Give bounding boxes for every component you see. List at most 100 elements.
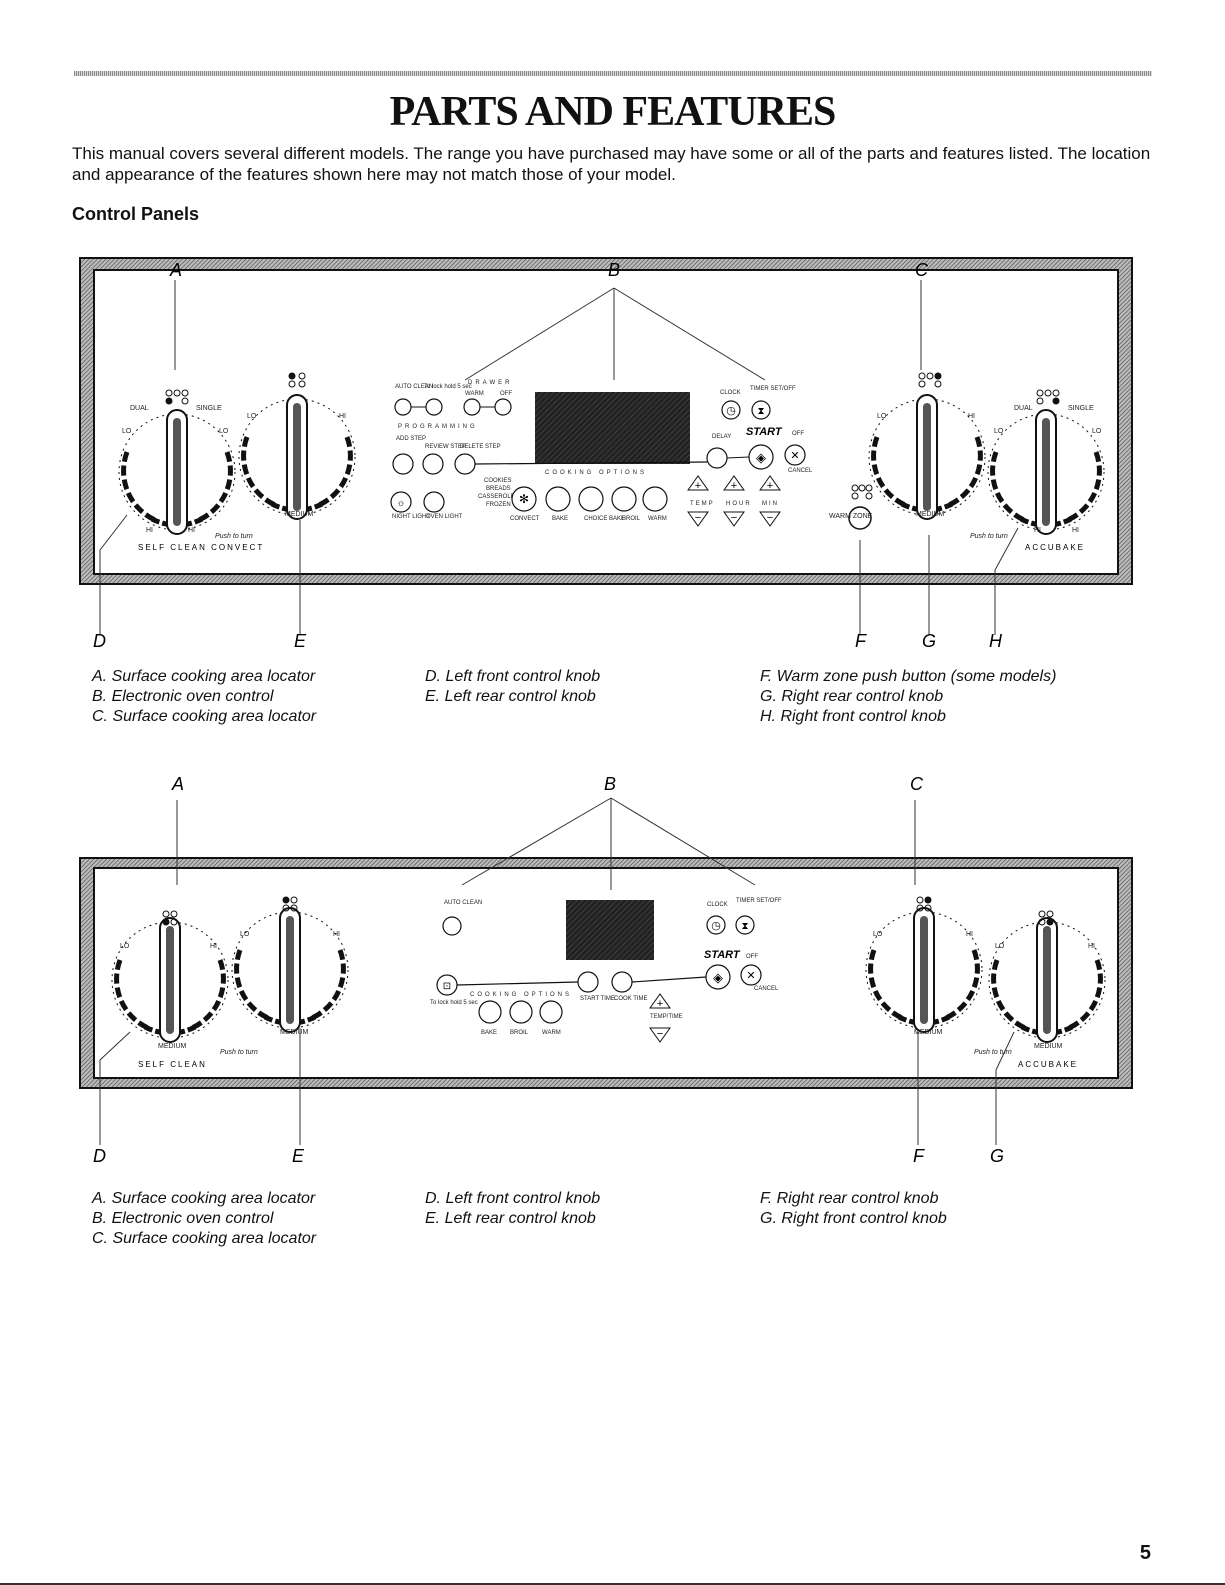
drawer-label: DRAWER [468, 380, 512, 386]
bake-button[interactable] [478, 1000, 502, 1024]
auto-clean-button[interactable] [442, 916, 462, 936]
lock-icon[interactable] [425, 398, 443, 416]
callout-f: F [913, 1146, 925, 1166]
self-clean-label: SELF CLEAN [138, 1060, 207, 1069]
casserole-label: CASSEROLE [478, 494, 515, 500]
self-clean-convect-label: SELF CLEAN CONVECT [138, 543, 264, 552]
warm-zone-label: WARM ZONE [829, 513, 873, 520]
drawer-warm-button[interactable] [463, 398, 481, 416]
broil-label: BROIL [622, 516, 641, 522]
callout-a: A [171, 774, 184, 794]
lo-label: LO [1092, 428, 1102, 435]
medium-label: MEDIUM [1034, 1043, 1063, 1050]
caption: C. Surface cooking area locator [92, 1230, 317, 1247]
svg-text:+: + [731, 480, 737, 492]
warm-label: WARM [542, 1030, 561, 1036]
warm-zone-push-button[interactable] [848, 506, 872, 530]
cancel-button[interactable] [740, 964, 762, 986]
temp-time-label: TEMP/TIME [650, 1014, 683, 1020]
warm-button[interactable] [642, 486, 668, 512]
medium-label: MEDIUM [285, 511, 314, 518]
display-screen [566, 900, 654, 960]
night-light-button[interactable] [390, 491, 412, 513]
min-up-button[interactable]: + [759, 475, 781, 492]
frozen-label: FROZEN [486, 502, 511, 508]
delete-step-label: DELETE STEP [460, 444, 501, 450]
add-step-button[interactable] [392, 453, 414, 475]
timer-button[interactable] [751, 400, 771, 420]
top-rule [74, 71, 1152, 76]
auto-clean-label: AUTO CLEAN [444, 900, 482, 906]
oven-light-button[interactable] [423, 491, 445, 513]
clock-button[interactable] [706, 915, 726, 935]
min-down-button[interactable]: − [759, 511, 781, 527]
svg-text:+: + [657, 998, 663, 1010]
choice-bake-label: CHOICE BAKE [584, 516, 625, 522]
cook-time-button[interactable] [611, 971, 633, 993]
start-time-label: START TIME [580, 996, 615, 1002]
diagram2-captions-col3: F. Right rear control knob G. Right fron… [760, 1189, 947, 1229]
surface-locator-left-icon [165, 372, 306, 405]
hour-up-button[interactable]: + [723, 475, 745, 492]
choice-bake-button[interactable] [578, 486, 604, 512]
warm-button[interactable] [539, 1000, 563, 1024]
review-step-label: REVIEW STEP [425, 444, 466, 450]
temp-label: TEMP [690, 501, 715, 507]
delete-step-button[interactable] [454, 453, 476, 475]
convect-label: CONVECT [510, 516, 540, 522]
hi-label: HI [333, 931, 340, 938]
broil-button[interactable] [509, 1000, 533, 1024]
broil-label: BROIL [510, 1030, 529, 1036]
timer-button[interactable] [735, 915, 755, 935]
caption: E. Left rear control knob [425, 1210, 596, 1227]
bottom-rule [0, 1583, 1225, 1585]
temp-up-button[interactable]: + [687, 475, 709, 492]
diagram1-captions-col3: F. Warm zone push button (some models) G… [760, 667, 1056, 727]
display-screen [535, 392, 690, 464]
callout-g: G [990, 1146, 1004, 1166]
clock-button[interactable] [721, 400, 741, 420]
dual-label: DUAL [130, 405, 149, 412]
intro-paragraph: This manual covers several different mod… [72, 144, 1151, 184]
temp-time-up-button[interactable]: + [649, 993, 671, 1010]
delay-button[interactable] [706, 447, 728, 469]
callout-e: E [294, 631, 307, 651]
timer-label: TIMER SET/OFF [736, 898, 782, 904]
lock-icon: ⊡ [443, 981, 451, 992]
hi-label: HI [968, 413, 975, 420]
callout-e: E [292, 1146, 305, 1166]
svg-text:+: + [695, 480, 701, 492]
hour-down-button[interactable]: − [723, 511, 745, 527]
to-lock-label: To lock hold 5 sec [430, 1000, 478, 1006]
callout-g: G [922, 631, 936, 651]
broil-button[interactable] [611, 486, 637, 512]
bake-label: BAKE [552, 516, 568, 522]
hi-label: HI [1088, 943, 1095, 950]
cancel-label: CANCEL [788, 468, 813, 474]
cooking-options-label: COOKING OPTIONS [545, 470, 647, 476]
accubake-label: ACCUBAKE [1018, 1060, 1078, 1069]
lo-label: LO [247, 413, 257, 420]
bake-button[interactable] [545, 486, 571, 512]
push-to-turn-label: Push to turn [220, 1049, 258, 1056]
clock-label: CLOCK [720, 390, 741, 396]
hour-label: HOUR [726, 501, 752, 507]
cancel-button[interactable] [784, 444, 806, 466]
drawer-off-button[interactable] [494, 398, 512, 416]
temp-down-button[interactable]: − [687, 511, 709, 527]
convect-button[interactable] [511, 486, 537, 512]
accubake-label: ACCUBAKE [1025, 543, 1085, 552]
clock-label: CLOCK [707, 902, 728, 908]
diagram1-captions-col1: A. Surface cooking area locator B. Elect… [92, 667, 316, 727]
auto-clean-button[interactable] [394, 398, 412, 416]
lo-label: LO [873, 931, 883, 938]
hi-label: HI [146, 527, 153, 534]
medium-label: MEDIUM [158, 1043, 187, 1050]
temp-time-down-button[interactable]: − [649, 1027, 671, 1043]
bake-label: BAKE [481, 1030, 497, 1036]
clock-icon: ◷ [726, 405, 736, 417]
start-diamond-icon: ◈ [713, 970, 723, 985]
start-time-button[interactable] [577, 971, 599, 993]
review-step-button[interactable] [422, 453, 444, 475]
start-diamond-icon: ◈ [756, 450, 766, 465]
